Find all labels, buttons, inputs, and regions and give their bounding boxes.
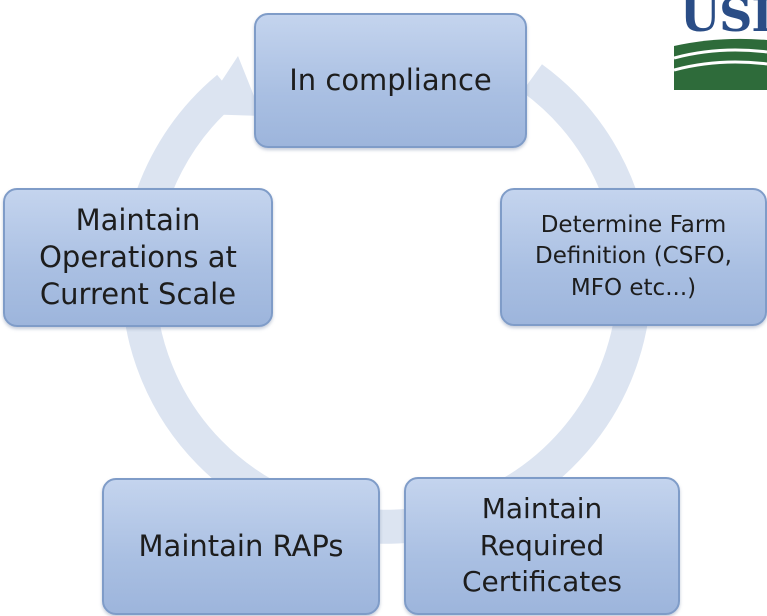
node-maintain-raps: Maintain RAPs: [102, 478, 380, 615]
usda-logo: USDA: [674, 0, 767, 90]
node-in-compliance: In compliance: [254, 13, 527, 148]
node-determine-farm-definition: Determine Farm Definition (CSFO, MFO etc…: [500, 188, 767, 326]
cycle-arrowhead: [200, 56, 262, 116]
node-maintain-required-certificates: Maintain Required Certificates: [404, 477, 680, 615]
logo-field-art: [674, 38, 767, 90]
node-maintain-operations: Maintain Operations at Current Scale: [3, 188, 273, 327]
logo-text: USDA: [680, 0, 767, 42]
